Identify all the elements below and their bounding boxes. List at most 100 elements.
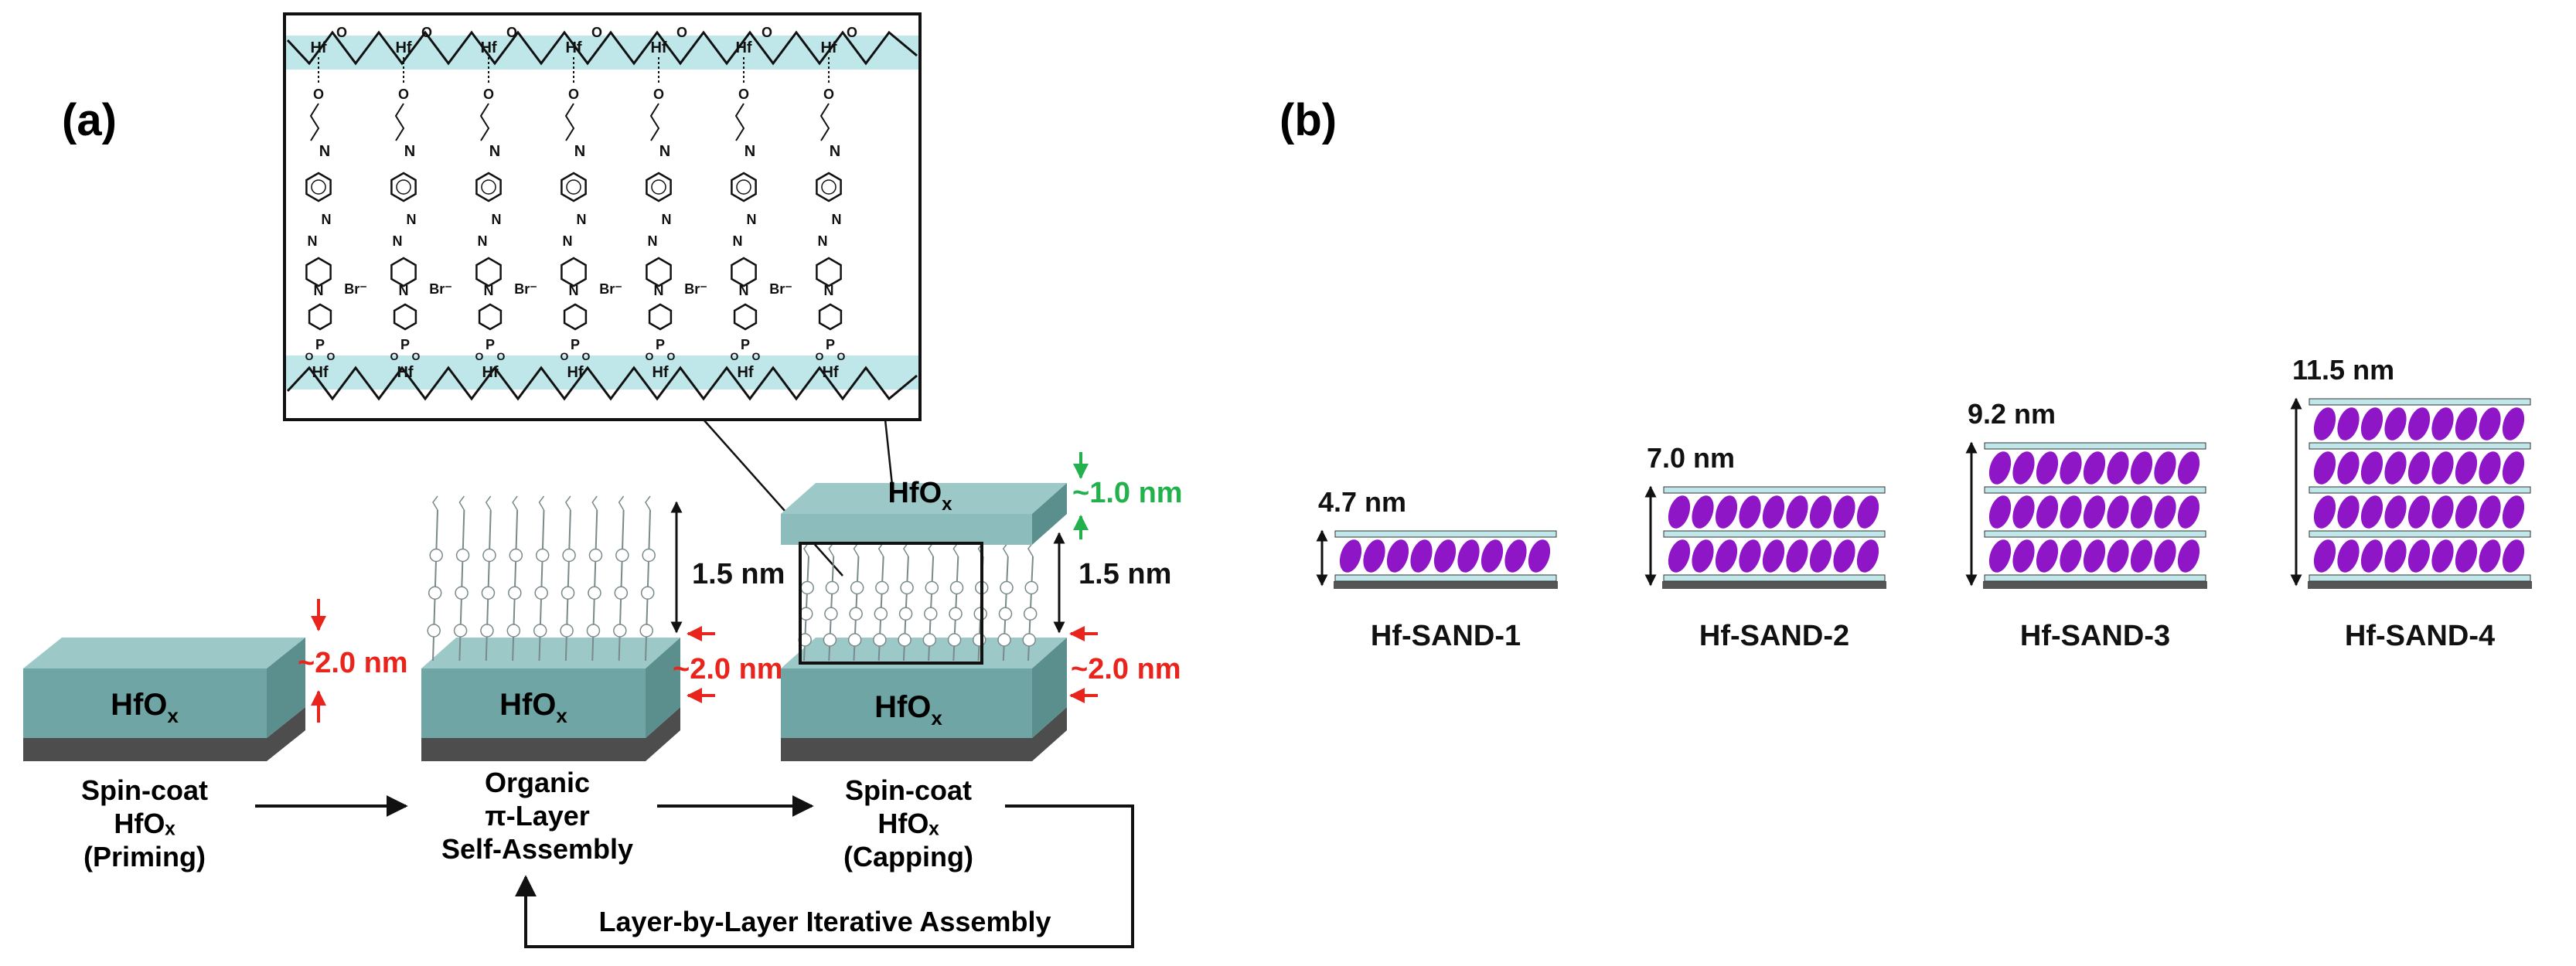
device-priming: HfOx ~2.0 nm	[23, 599, 408, 761]
chromophore	[2012, 451, 2035, 485]
molecule-ring	[898, 607, 913, 621]
svg-text:HfOₓ: HfOₓ	[877, 808, 939, 839]
hf-atom-bottom: Hf	[652, 364, 668, 381]
chromophore	[1809, 495, 1832, 529]
hf-atom-top: Hf	[480, 39, 496, 56]
chromophore	[2107, 539, 2129, 573]
molecule-ring	[562, 548, 576, 563]
phenyl-ring	[731, 172, 757, 202]
azo-nitrogen: N	[733, 233, 743, 249]
chromophore	[1762, 539, 1785, 573]
stack-name-label: Hf-SAND-3	[2020, 620, 2170, 652]
svg-text:π-Layer: π-Layer	[485, 800, 590, 832]
oxide-top-1	[23, 638, 305, 668]
chromophore	[2455, 451, 2478, 485]
oxide-thickness-2: ~2.0 nm	[673, 653, 783, 685]
pyridinium-nitrogen: N	[654, 283, 664, 298]
molecule-ring	[508, 586, 522, 600]
chromophore	[1856, 495, 1879, 529]
bromide-ion: Br⁻	[514, 281, 537, 297]
svg-text:Spin-coat: Spin-coat	[845, 774, 972, 806]
inset-top-band	[286, 36, 918, 70]
phenyl-ring	[561, 172, 587, 202]
ring-aromatic	[821, 179, 837, 195]
molecule-ring	[455, 586, 469, 600]
stack-substrate	[1662, 581, 1886, 589]
alkyl-chain	[479, 103, 490, 141]
chromophore	[2083, 539, 2106, 573]
molecule-ring	[875, 580, 889, 595]
chromophore	[2337, 539, 2360, 573]
alkyl-chain	[734, 103, 745, 141]
alkyl-chain	[564, 103, 575, 141]
phosphorus-atom: P	[571, 337, 580, 352]
phosphorus-atom: P	[400, 337, 410, 352]
svg-text:Spin-coat: Spin-coat	[81, 774, 208, 806]
hf-atom-bottom: Hf	[737, 364, 753, 381]
molecule-ring	[898, 633, 911, 647]
ring-aromatic	[651, 179, 666, 195]
oxide-front-1	[23, 668, 267, 738]
chromophore	[1410, 539, 1433, 573]
molecule-tail	[458, 495, 465, 511]
molecule-ring	[925, 580, 939, 595]
molecule-ring	[480, 624, 494, 638]
chromophore	[1856, 539, 1879, 573]
molecule-ring	[560, 624, 574, 638]
oxygen-atom: O	[506, 25, 517, 40]
molecule	[480, 495, 496, 662]
ring-aromatic	[396, 179, 411, 195]
hf-atom-top: Hf	[650, 39, 666, 56]
chromophore	[1739, 539, 1761, 573]
substrate-2	[421, 707, 680, 761]
stack-name-label: Hf-SAND-4	[2345, 620, 2495, 652]
stack-name-label: Hf-SAND-2	[1699, 620, 1849, 652]
svg-text:Self-Assembly: Self-Assembly	[441, 833, 633, 865]
chromophore	[2455, 495, 2478, 529]
hf-atom-bottom: Hf	[567, 364, 583, 381]
chromophore	[2337, 451, 2360, 485]
panel-a-label: (a)	[62, 95, 117, 145]
stack-substrate	[1334, 581, 1558, 589]
molecule-ring	[586, 624, 601, 638]
molecule-ring	[850, 580, 864, 595]
molecule-ring	[998, 607, 1013, 621]
loop-arrow	[515, 804, 1134, 948]
alkyl-chain	[819, 103, 830, 141]
benzyl-ring	[818, 303, 843, 331]
chromophore	[2479, 407, 2501, 440]
azo-nitrogen: N	[747, 212, 757, 227]
oxide-side-2	[646, 638, 680, 738]
svg-text:HfOx: HfOx	[888, 477, 952, 515]
stack-substrate	[1983, 581, 2207, 589]
oxygen-atom: O	[561, 350, 569, 362]
step-caption-3: Spin-coat HfOₓ (Capping)	[843, 774, 973, 872]
chromophore	[2502, 495, 2525, 529]
chromophore	[2060, 495, 2082, 529]
chromophore	[1988, 451, 2012, 485]
chromophore	[2337, 407, 2360, 440]
hf-atom-bottom: Hf	[312, 364, 328, 381]
benzyl-ring	[478, 303, 503, 331]
chromophore	[1739, 495, 1761, 529]
molecule-ring	[534, 586, 548, 600]
molecule-ring	[427, 624, 441, 638]
molecule	[922, 542, 939, 662]
oxygen-atom: O	[327, 350, 336, 362]
organic-thickness-3: 1.5 nm	[1078, 558, 1171, 590]
molecule-ring	[535, 548, 550, 563]
molecule	[823, 542, 840, 662]
oxygen-atom: O	[837, 350, 846, 362]
chromophore	[2455, 539, 2478, 573]
phenyl-ring	[390, 172, 417, 202]
molecule-ring	[1024, 580, 1038, 595]
chromophore	[1692, 495, 1714, 529]
azo-nitrogen: N	[308, 233, 318, 249]
chromophore	[2154, 451, 2176, 485]
molecule-ring	[642, 548, 656, 563]
benzyl-ring	[648, 303, 673, 331]
